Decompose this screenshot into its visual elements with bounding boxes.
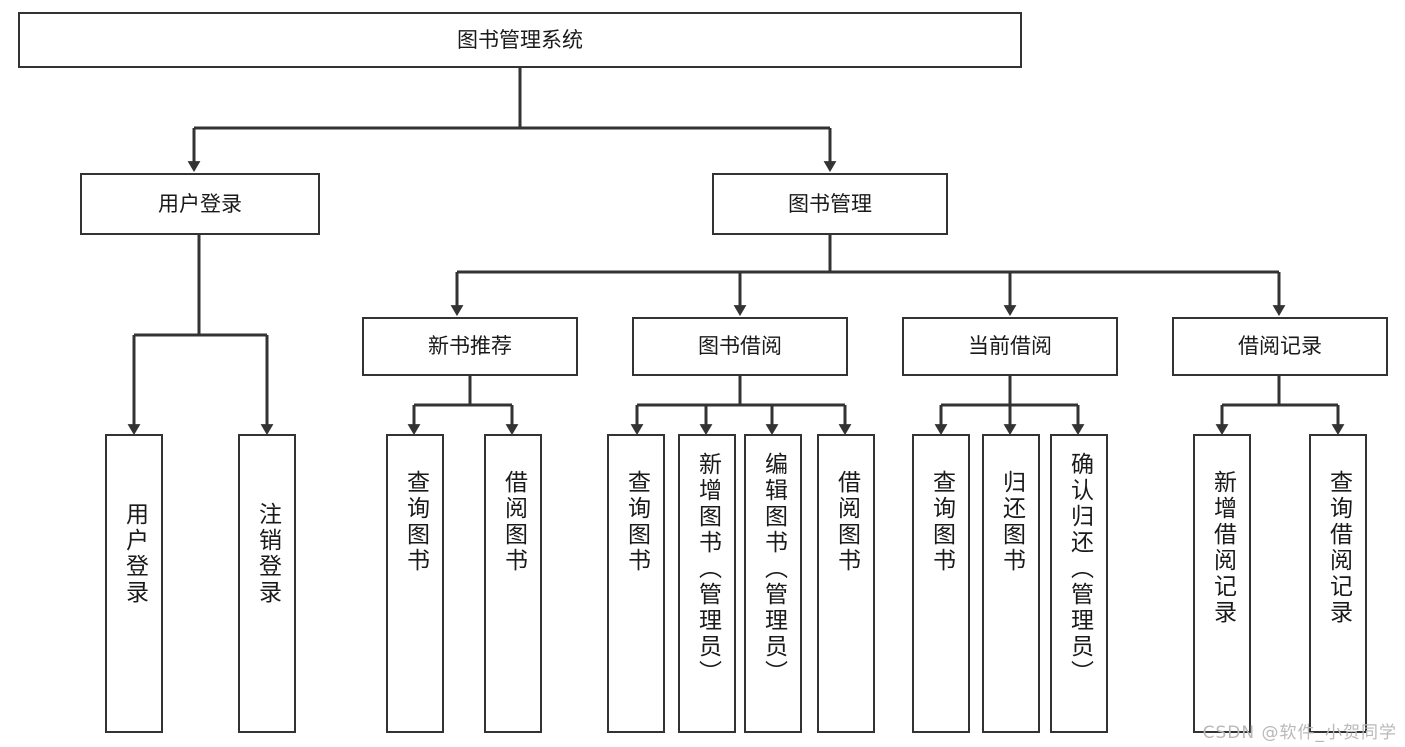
leaf-current-borrow-query[interactable]: 查询图书 — [912, 434, 970, 733]
leaf-book-borrow-add[interactable]: 新增图书（管理员） — [678, 434, 736, 733]
leaf-user-login-logout[interactable]: 注销登录 — [238, 434, 296, 733]
node-new-book-recommend[interactable]: 新书推荐 — [362, 317, 578, 376]
node-current-borrow[interactable]: 当前借阅 — [902, 317, 1118, 376]
leaf-user-login-login-label: 用户登录 — [121, 502, 148, 606]
leaf-current-borrow-query-label: 查询图书 — [928, 470, 955, 574]
leaf-borrow-record-query[interactable]: 查询借阅记录 — [1309, 434, 1367, 733]
leaf-new-book-borrow-label: 借阅图书 — [500, 470, 527, 574]
node-borrow-record[interactable]: 借阅记录 — [1172, 317, 1388, 376]
node-new-book-recommend-label: 新书推荐 — [428, 334, 512, 359]
node-root-label: 图书管理系统 — [457, 27, 583, 52]
leaf-borrow-record-add[interactable]: 新增借阅记录 — [1193, 434, 1251, 733]
leaf-book-borrow-borrow[interactable]: 借阅图书 — [817, 434, 875, 733]
node-borrow-record-label: 借阅记录 — [1238, 334, 1322, 359]
leaf-book-borrow-edit[interactable]: 编辑图书（管理员） — [744, 434, 802, 733]
leaf-book-borrow-borrow-label: 借阅图书 — [833, 470, 860, 574]
leaf-current-borrow-return[interactable]: 归还图书 — [982, 434, 1040, 733]
node-book-borrow-label: 图书借阅 — [698, 334, 782, 359]
node-book-borrow[interactable]: 图书借阅 — [632, 317, 848, 376]
leaf-new-book-query-label: 查询图书 — [402, 470, 429, 574]
node-root[interactable]: 图书管理系统 — [18, 12, 1022, 68]
node-current-borrow-label: 当前借阅 — [968, 334, 1052, 359]
leaf-new-book-borrow[interactable]: 借阅图书 — [484, 434, 542, 733]
leaf-current-borrow-confirm[interactable]: 确认归还（管理员） — [1050, 434, 1108, 733]
node-book-management-label: 图书管理 — [788, 191, 872, 216]
leaf-book-borrow-add-label: 新增图书（管理员） — [694, 452, 721, 686]
leaf-user-login-logout-label: 注销登录 — [254, 502, 281, 606]
node-book-management[interactable]: 图书管理 — [712, 173, 948, 235]
node-user-login[interactable]: 用户登录 — [80, 173, 320, 235]
leaf-borrow-record-query-label: 查询借阅记录 — [1325, 470, 1352, 626]
leaf-book-borrow-query-label: 查询图书 — [623, 470, 650, 574]
leaf-new-book-query[interactable]: 查询图书 — [386, 434, 444, 733]
leaf-current-borrow-return-label: 归还图书 — [998, 470, 1025, 574]
leaf-current-borrow-confirm-label: 确认归还（管理员） — [1066, 452, 1093, 686]
node-user-login-label: 用户登录 — [158, 191, 242, 216]
leaf-borrow-record-add-label: 新增借阅记录 — [1209, 470, 1236, 626]
leaf-book-borrow-edit-label: 编辑图书（管理员） — [760, 452, 787, 686]
leaf-user-login-login[interactable]: 用户登录 — [105, 434, 163, 733]
leaf-book-borrow-query[interactable]: 查询图书 — [607, 434, 665, 733]
watermark: CSDN @软件_小贺同学 — [1202, 723, 1397, 743]
